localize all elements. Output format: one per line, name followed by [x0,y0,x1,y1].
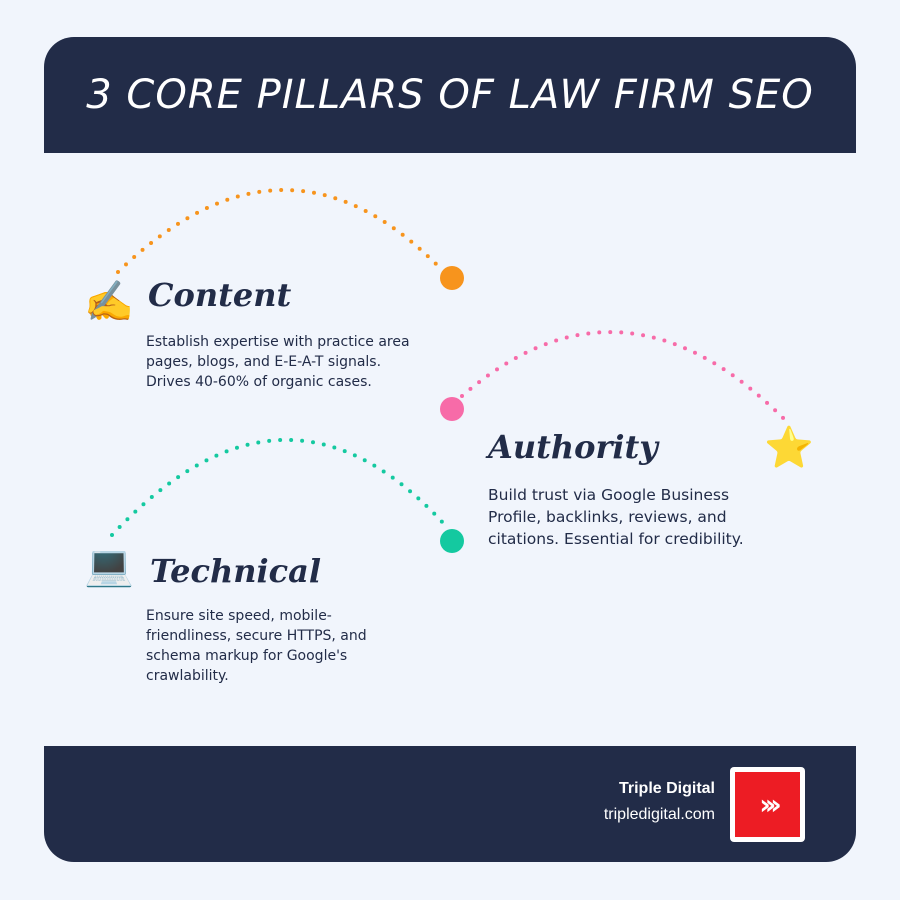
technical-arc [110,437,447,537]
technical-description: Ensure site speed, mobile-friendliness, … [146,608,367,684]
authority-dot [440,397,464,421]
content-heading: Content [148,276,292,314]
star-icon: ⭐ [764,425,814,471]
content-arc [116,188,442,274]
page-title: 3 CORE PILLARS OF LAW FIRM SEO [86,72,814,118]
content-dot [440,266,464,290]
brand-name: Triple Digital [618,780,715,797]
technical-heading: Technical [150,552,322,590]
triple-chevron-icon: ››› [735,772,800,837]
header-banner: 3 CORE PILLARS OF LAW FIRM SEO [44,37,856,153]
brand-url[interactable]: tripledigital.com [603,806,715,823]
footer-banner: Triple Digital tripledigital.com ››› [44,746,856,862]
writing-hand-icon: ✍️ [84,279,134,325]
brand-info: Triple Digital tripledigital.com [604,780,715,824]
laptop-icon: 💻 [84,543,134,589]
authority-heading: Authority [488,428,658,466]
technical-dot [440,529,464,553]
brand-logo: ››› [730,767,805,842]
authority-arc [460,330,792,427]
